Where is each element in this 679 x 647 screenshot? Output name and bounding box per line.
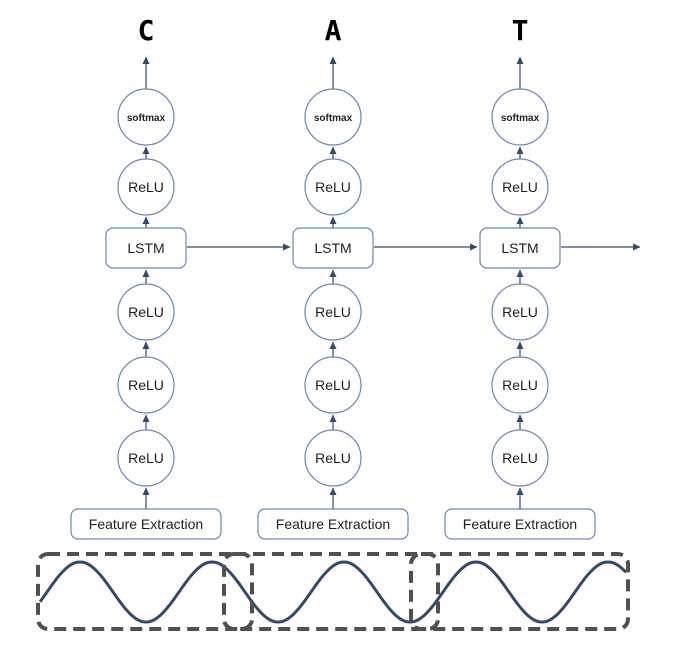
lstm-label: LSTM xyxy=(501,240,538,256)
relu-node xyxy=(491,429,549,487)
feature-extraction-node xyxy=(444,508,596,540)
relu-node xyxy=(491,283,549,341)
lstm-node xyxy=(105,227,187,269)
relu-node xyxy=(491,158,549,216)
relu-label: ReLU xyxy=(315,304,351,320)
softmax-node xyxy=(304,88,362,146)
relu-node xyxy=(304,429,362,487)
audio-window-2 xyxy=(222,552,440,631)
feature-extraction-label: Feature Extraction xyxy=(276,516,390,532)
relu-label: ReLU xyxy=(128,304,164,320)
column-2: A softmax ReLU LSTM ReLU ReLU ReLU Featu… xyxy=(257,14,409,540)
softmax-node xyxy=(491,88,549,146)
relu-node xyxy=(117,158,175,216)
feature-extraction-label: Feature Extraction xyxy=(89,516,203,532)
lstm-label: LSTM xyxy=(314,240,351,256)
column-3: T softmax ReLU LSTM ReLU ReLU ReLU Featu… xyxy=(444,14,596,540)
relu-label: ReLU xyxy=(315,450,351,466)
output-letter: C xyxy=(138,14,155,47)
feature-extraction-label: Feature Extraction xyxy=(463,516,577,532)
relu-node xyxy=(117,356,175,414)
relu-label: ReLU xyxy=(502,179,538,195)
column-1: C softmax ReLU LSTM ReLU ReLU ReLU Featu… xyxy=(70,14,222,540)
relu-node xyxy=(117,283,175,341)
audio-window-1 xyxy=(36,552,254,631)
relu-node xyxy=(304,158,362,216)
relu-label: ReLU xyxy=(128,450,164,466)
relu-label: ReLU xyxy=(502,304,538,320)
lstm-node xyxy=(479,227,561,269)
softmax-label: softmax xyxy=(501,113,540,124)
audio-waveform xyxy=(38,560,628,624)
relu-node xyxy=(304,356,362,414)
softmax-label: softmax xyxy=(314,113,353,124)
lstm-node xyxy=(292,227,374,269)
relu-label: ReLU xyxy=(315,179,351,195)
relu-node xyxy=(491,356,549,414)
relu-node xyxy=(304,283,362,341)
lstm-label: LSTM xyxy=(127,240,164,256)
softmax-node xyxy=(117,88,175,146)
feature-extraction-node xyxy=(257,508,409,540)
relu-label: ReLU xyxy=(128,377,164,393)
relu-label: ReLU xyxy=(128,179,164,195)
relu-node xyxy=(117,429,175,487)
softmax-label: softmax xyxy=(127,113,166,124)
feature-extraction-node xyxy=(70,508,222,540)
relu-label: ReLU xyxy=(502,450,538,466)
audio-window-3 xyxy=(409,552,630,631)
output-letter: T xyxy=(512,14,529,47)
output-letter: A xyxy=(325,14,342,47)
relu-label: ReLU xyxy=(315,377,351,393)
relu-label: ReLU xyxy=(502,377,538,393)
